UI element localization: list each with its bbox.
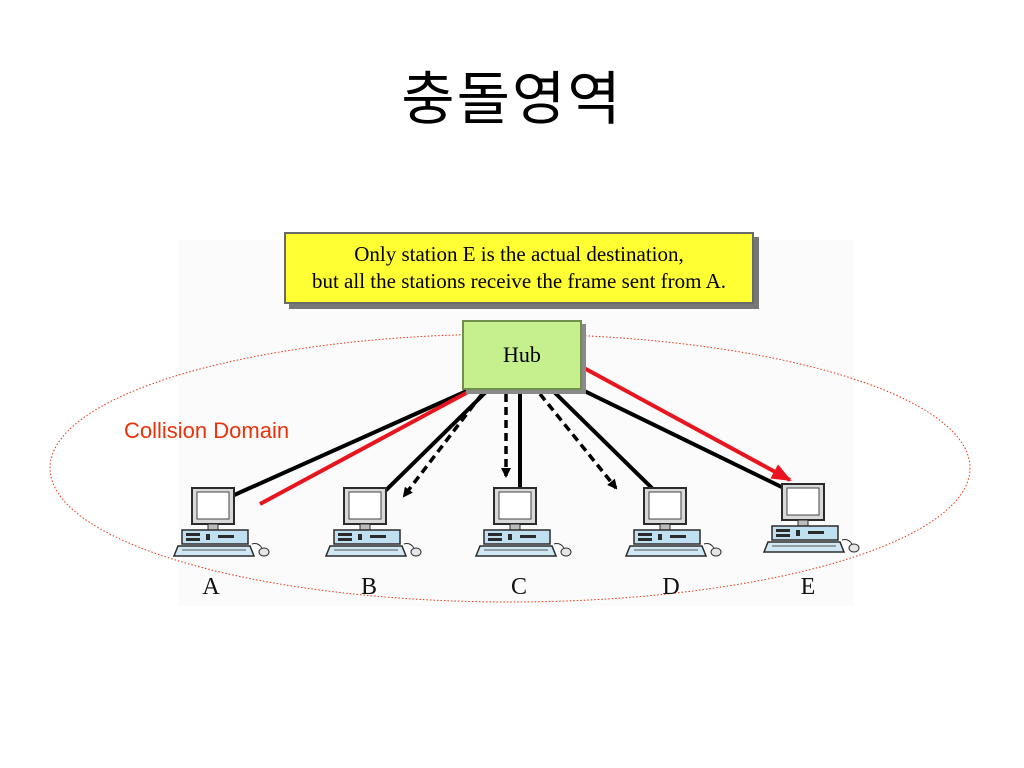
note-box: Only station E is the actual destination… — [284, 232, 754, 304]
signal-a-to-hub — [259, 390, 469, 506]
note-line-1: Only station E is the actual destination… — [354, 242, 684, 266]
slide-title: 충돌영역 — [401, 65, 623, 133]
computer-icon-c — [475, 487, 572, 557]
broadcast-arrow-b — [402, 392, 484, 498]
collision-domain-ellipse — [49, 333, 971, 603]
station-label-c: C — [510, 574, 527, 600]
computer-icon-b — [325, 487, 422, 557]
link-hub-a — [231, 384, 479, 498]
broadcast-arrow-d — [538, 392, 618, 490]
signal-hub-to-e — [583, 366, 792, 482]
hub-box: Hub — [462, 320, 582, 390]
link-hub-e — [569, 382, 797, 496]
hub-label: Hub — [503, 342, 541, 367]
station-label-b: B — [360, 574, 377, 600]
station-label-d: D — [662, 574, 680, 600]
computer-icon-d — [625, 487, 722, 557]
collision-domain-label: Collision Domain — [124, 418, 290, 443]
station-label-a: A — [202, 574, 220, 600]
computer-icon-e — [763, 483, 860, 553]
note-line-2: but all the stations receive the frame s… — [311, 269, 727, 293]
link-hub-b — [376, 384, 494, 500]
link-hub-d — [546, 384, 662, 498]
station-label-e: E — [800, 574, 816, 600]
computer-icon-a — [173, 487, 270, 557]
